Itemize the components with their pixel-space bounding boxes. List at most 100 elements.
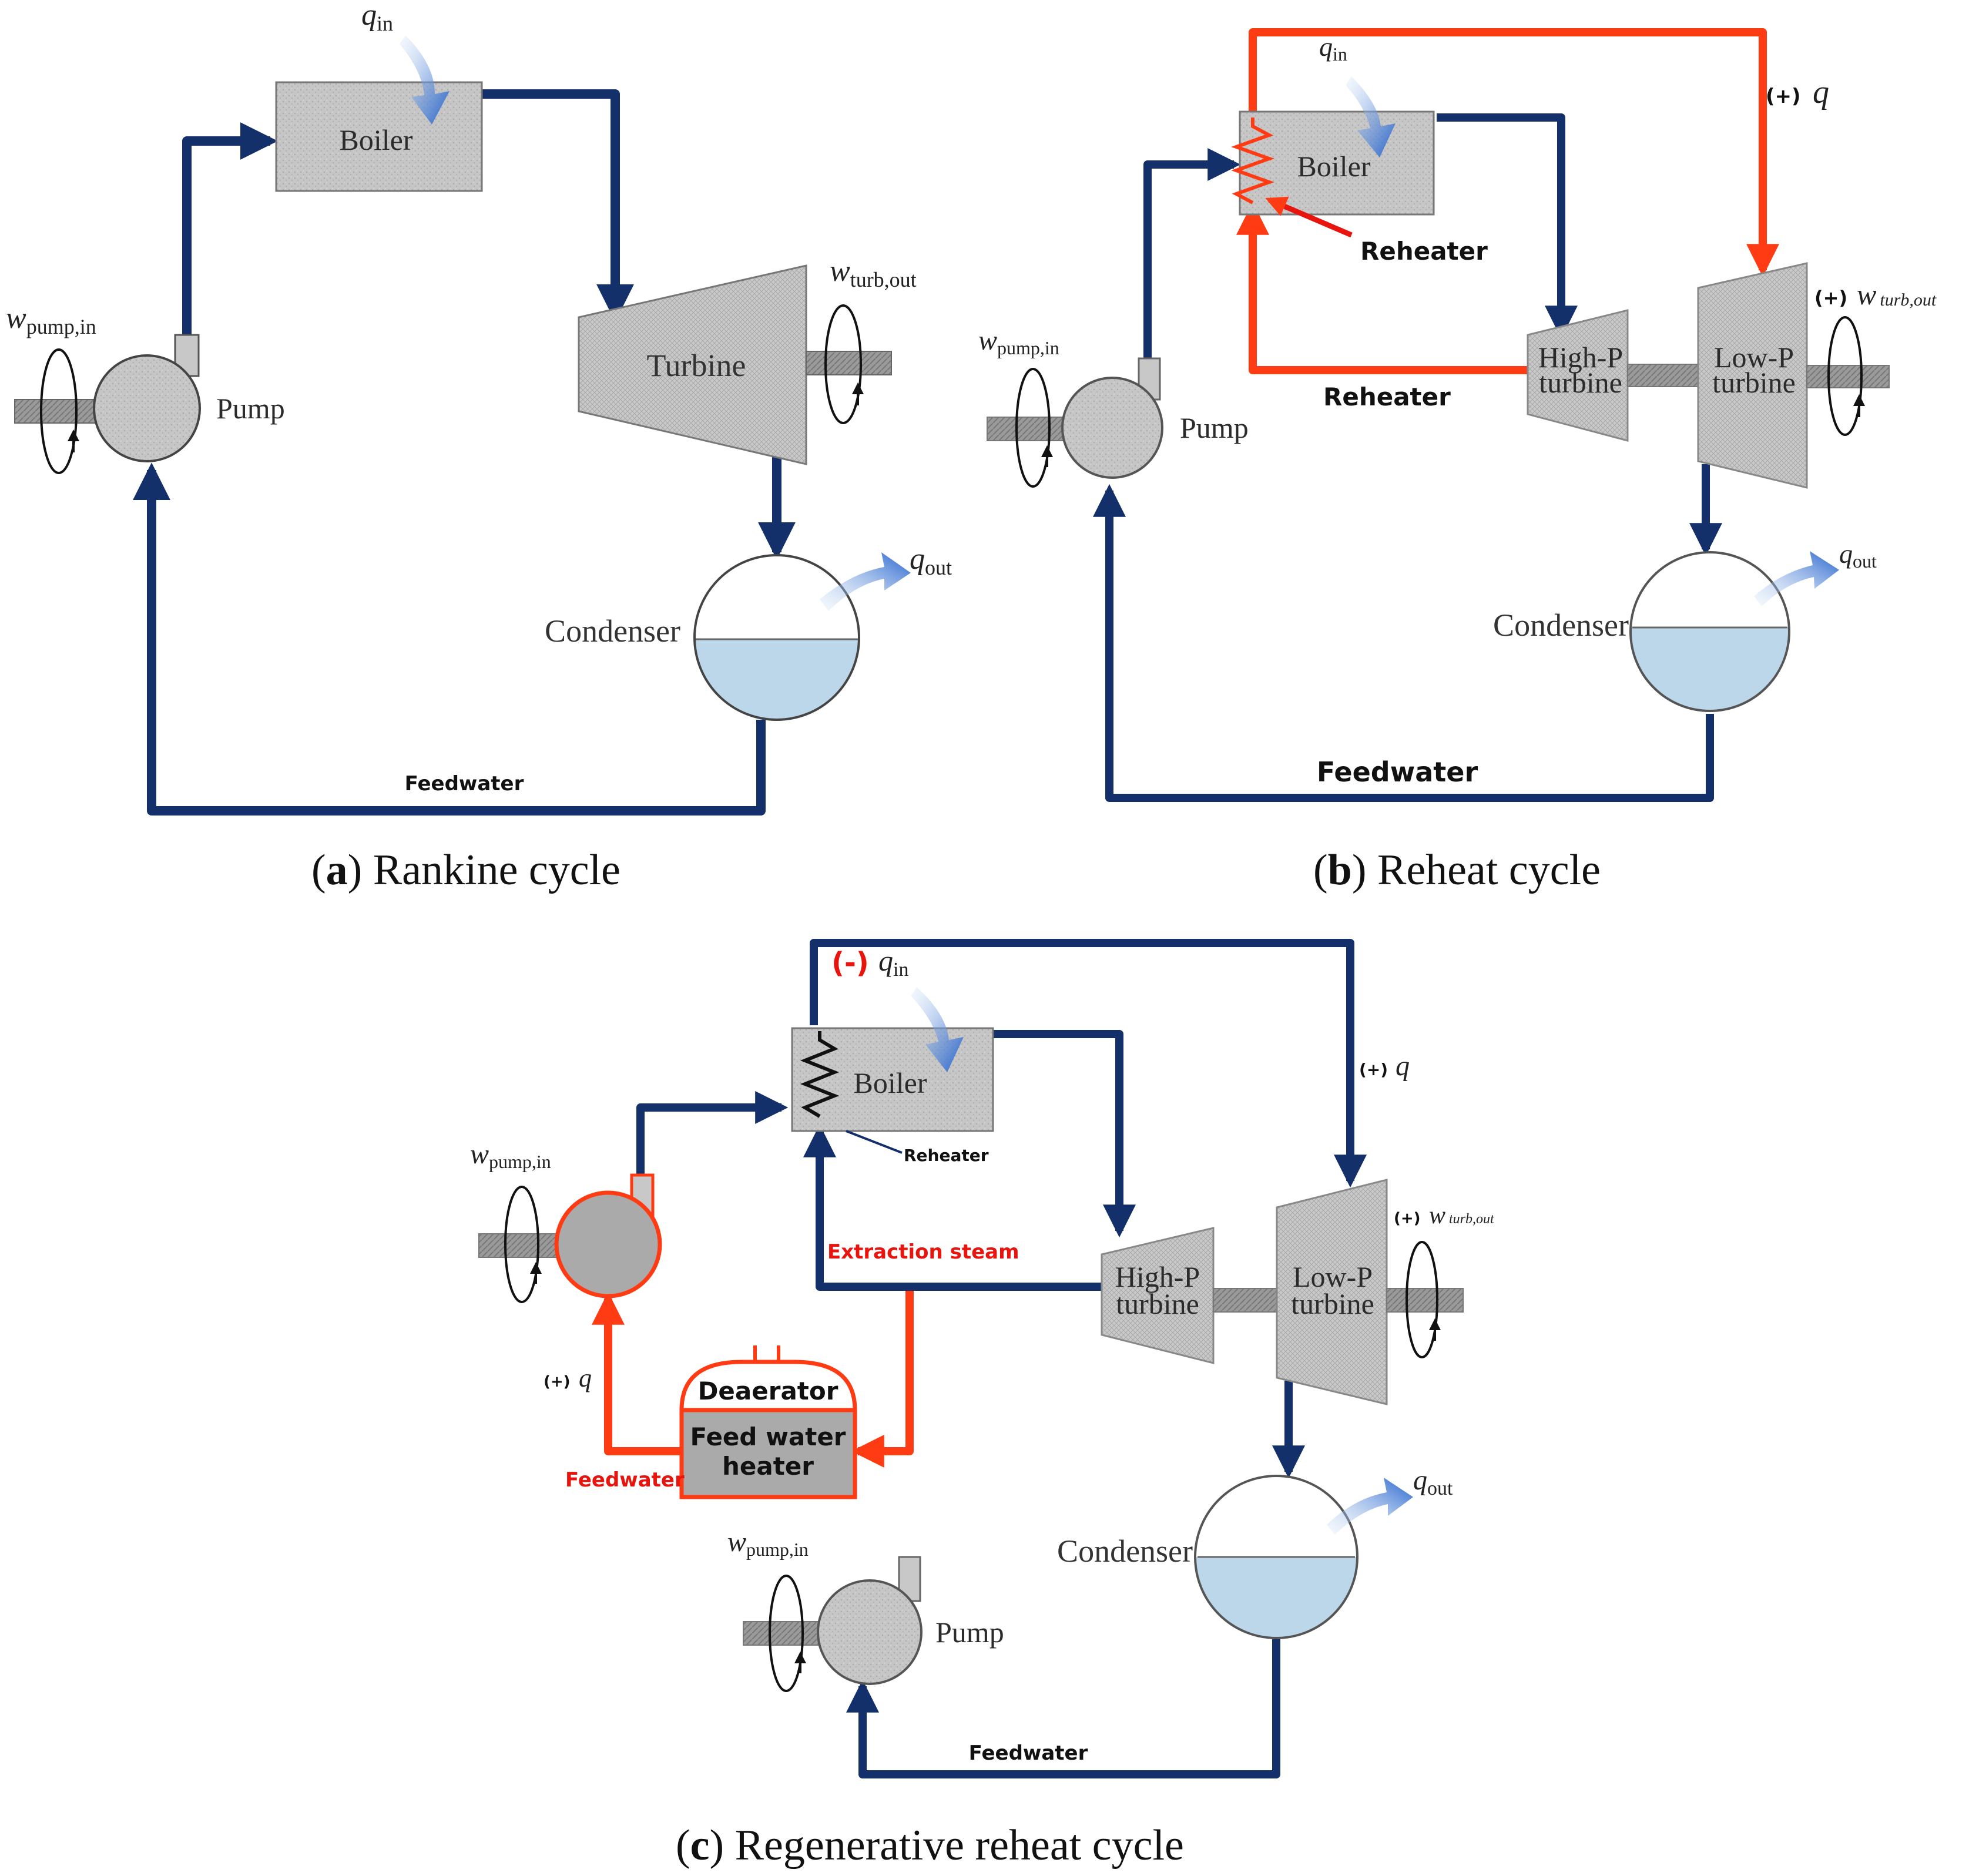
pump-a: [93, 354, 201, 462]
feedwater-b-label: Feedwater: [1317, 756, 1478, 788]
hp-turbine-b: [1527, 309, 1629, 442]
svg-text:qin: qin: [361, 0, 393, 35]
pump-to-boiler-line: [182, 122, 278, 341]
svg-text:wpump,in: wpump,in: [6, 301, 96, 338]
lp-turbine-c-l2: turbine: [1291, 1287, 1374, 1320]
reheater-loop-label-b: Reheater: [1323, 382, 1451, 411]
pump-shaft-a: [14, 399, 103, 424]
condenser-a-label: Condenser: [545, 613, 680, 649]
feedwater-c-label: Feedwater: [969, 1741, 1088, 1765]
w-turb-a: w: [830, 254, 850, 288]
heat-in-arrow-c: [911, 987, 964, 1072]
turbine-rotation-c: [1406, 1241, 1438, 1358]
reheated-steam-line: [1249, 28, 1779, 277]
left-plus-sign-c: (+): [544, 1373, 571, 1391]
condenser-b-label: Condenser: [1493, 608, 1629, 643]
deaerator: [679, 1360, 857, 1412]
pump-b: [1061, 377, 1163, 479]
svg-text:qin: qin: [1319, 32, 1347, 65]
reheater-coil-b: [1231, 118, 1274, 204]
panel-b-reheat-lines: [1236, 28, 1779, 374]
svg-text:qin: qin: [878, 944, 908, 981]
caption-c: (c) Regenerative reheat cycle: [676, 1821, 1184, 1870]
turbine-rotation-a: [824, 304, 862, 424]
w-turb-b-sub: turb,out: [1880, 290, 1937, 310]
feedwater-red-label: Feedwater: [565, 1468, 685, 1492]
w-turb-c-sub: turb,out: [1449, 1211, 1495, 1227]
lp-turbine-b: [1697, 262, 1808, 489]
w-pump-a: w: [6, 301, 26, 335]
panel-b: Boiler qin Reheater Reheater (+) q High-…: [978, 28, 1937, 894]
q-out-a: q: [910, 542, 925, 576]
svg-text:wpump,in: wpump,in: [978, 325, 1059, 358]
reheater-coil-c: [800, 1031, 840, 1118]
hp-turbine-c-l2: turbine: [1116, 1287, 1199, 1320]
w-pump-b-sub: pump,in: [997, 337, 1059, 358]
boiler-to-turbine-line: [482, 89, 634, 322]
hp-turbine-c-l1: High-P: [1115, 1260, 1200, 1293]
panel-a-flow-lines: [133, 89, 796, 815]
q-in-b-sub: in: [1333, 43, 1347, 65]
feedwater-red-line: [592, 1291, 680, 1455]
q-out-c-sub: out: [1427, 1478, 1453, 1499]
svg-text:qout: qout: [1413, 1465, 1453, 1499]
panel-a: Boiler qin Turbine wturb,out Pump wpump,…: [6, 0, 952, 894]
boiler-to-hp-line-c: [993, 1030, 1136, 1238]
q-in-c-sub: in: [893, 959, 908, 981]
lp-shaft-b: [1806, 365, 1890, 388]
extraction-steam-line: [851, 1287, 914, 1468]
heat-in-arrow-a: [400, 35, 450, 125]
lp-shaft-c: [1386, 1288, 1464, 1313]
w-pump-c-top: w: [470, 1139, 489, 1170]
feedwater-a-label: Feedwater: [405, 772, 524, 796]
svg-text:qout: qout: [910, 542, 952, 579]
heat-out-arrow-b: [1754, 551, 1839, 606]
left-plus-q-c: q: [579, 1364, 592, 1392]
reheated-to-lp-line-c: [810, 939, 1367, 1188]
svg-text:wturb,out: wturb,out: [1857, 278, 1937, 311]
plus-q-c: q: [1396, 1051, 1410, 1082]
fwh-label-l2: heater: [722, 1452, 814, 1481]
reheat-loop-line: [1236, 202, 1528, 374]
q-out-b-sub: out: [1853, 551, 1877, 572]
feedwater-line: [133, 462, 766, 815]
minus-sign-c: (-): [831, 947, 869, 979]
hp-turbine-b-l1: High-P: [1538, 341, 1623, 374]
heat-in-arrow-b: [1346, 76, 1396, 157]
panel-c-flow-lines: [636, 939, 1367, 1778]
pump-shaft-c-bottom: [743, 1621, 826, 1646]
turbine-shaft-c: [1213, 1288, 1277, 1313]
pump-a-label: Pump: [216, 392, 285, 425]
w-pump-c-top-sub: pump,in: [489, 1151, 551, 1172]
w-pump-c-bottom-sub: pump,in: [746, 1539, 809, 1560]
pump-c-top: [554, 1190, 662, 1298]
caption-b: (b) Reheat cycle: [1313, 846, 1601, 894]
reheater-top-label-b: Reheater: [1360, 237, 1488, 266]
reheater-pointer-b: [1265, 196, 1353, 238]
svg-text:wturb,out: wturb,out: [1429, 1202, 1495, 1229]
plus-q-sign-b: (+): [1766, 85, 1801, 108]
turbine-a: [578, 264, 807, 465]
pump-c-bottom: [817, 1579, 923, 1685]
q-in-a: q: [361, 0, 377, 32]
w-pump-b: w: [978, 325, 997, 356]
reheater-c-label: Reheater: [904, 1146, 989, 1165]
boiler-a-label: Boiler: [340, 123, 413, 156]
panel-c-red-lines: [592, 1287, 914, 1468]
q-in-c: q: [878, 944, 893, 977]
svg-text:qout: qout: [1839, 539, 1877, 572]
w-turb-a-sub: turb,out: [850, 268, 917, 291]
heat-out-arrow-a: [820, 552, 911, 611]
lp-turbine-c-l1: Low-P: [1293, 1260, 1373, 1293]
pump-shaft-c-top: [478, 1233, 562, 1258]
lp-turbine-b-l1: Low-P: [1714, 341, 1794, 374]
pump-rotation-a: [40, 348, 78, 474]
pump-shaft-b: [987, 417, 1073, 441]
pump-b-label: Pump: [1180, 411, 1249, 444]
deaerator-label: Deaerator: [698, 1377, 838, 1405]
turbine-shaft-b: [1627, 364, 1699, 387]
turbine-rotation-b: [1827, 316, 1863, 436]
w-turb-c: w: [1429, 1202, 1445, 1229]
w-turb-sign-c: (+): [1394, 1210, 1421, 1227]
